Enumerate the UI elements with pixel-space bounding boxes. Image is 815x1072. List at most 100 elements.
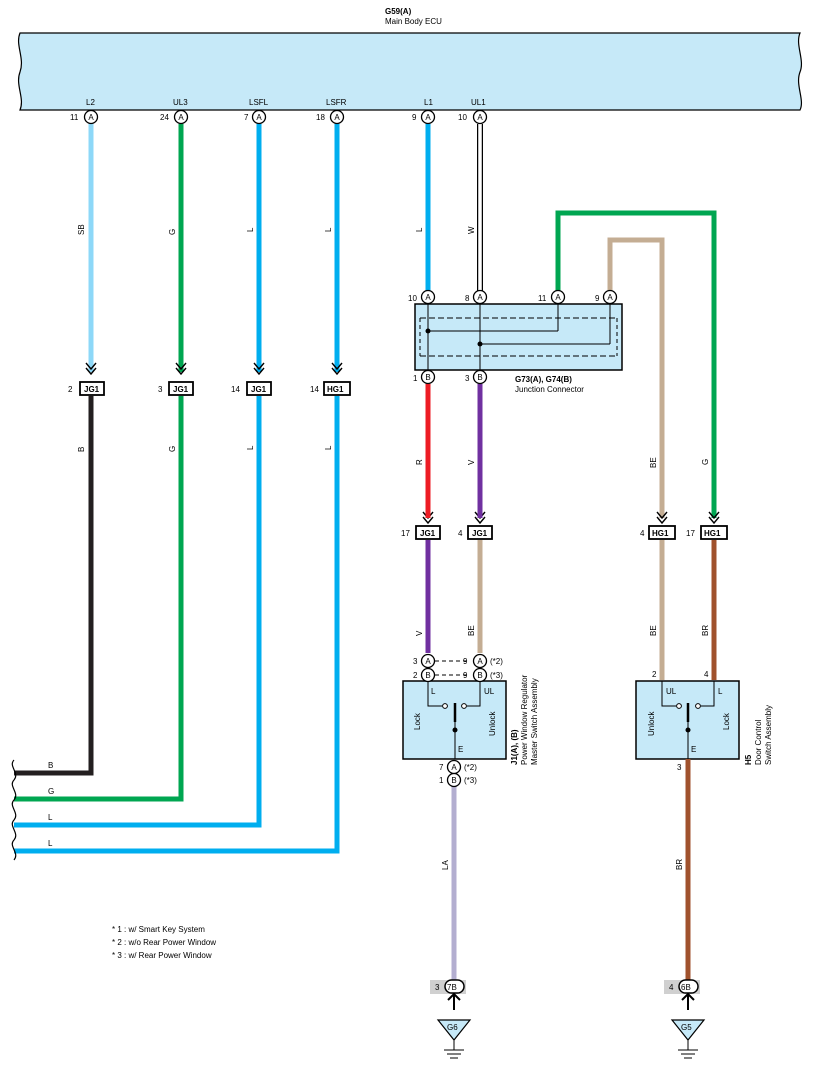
ground-point: G5 <box>681 1023 692 1032</box>
junction-pin-marker <box>602 289 618 305</box>
switch-pin: 7 <box>439 763 444 772</box>
wire-label: V <box>415 630 424 636</box>
lock-label: Lock <box>413 712 422 730</box>
junction-pin: 3 <box>465 374 470 383</box>
footnote: * 1 : w/ Smart Key System <box>112 925 205 934</box>
connector-pin: 4 <box>458 529 463 538</box>
ecu-signal-l1: L1 <box>424 98 433 107</box>
junction-code: G73(A), G74(B) <box>515 375 572 384</box>
wire-label: L <box>246 227 255 232</box>
ground-g5: 4 6B G5 <box>664 979 706 1059</box>
junction-pin: 11 <box>538 294 547 303</box>
ecu-code: G59(A) <box>385 7 412 16</box>
wire-label: G <box>701 459 710 465</box>
switch-pin-marker <box>446 772 462 788</box>
switch-pin-marker <box>420 653 436 669</box>
ground-pin: 4 <box>669 983 674 992</box>
door-switch-code: H5 <box>744 754 753 765</box>
ground-conn: 7B <box>447 983 457 992</box>
junction-pin: 8 <box>465 294 470 303</box>
junction-pin-marker-letter: A <box>607 293 613 302</box>
upper-wires <box>88 124 717 518</box>
door-switch: 2 4 3 UL L E Unlock Lock H5 Door Control… <box>635 670 773 772</box>
ecu-pin-marker <box>251 109 267 125</box>
connector-pin: 3 <box>158 385 163 394</box>
wire-label: L <box>324 227 333 232</box>
wire-label: W <box>467 226 476 234</box>
connector-pin: 2 <box>68 385 73 394</box>
wire-label: G <box>168 229 177 235</box>
ecu-box: G59(A) Main Body ECU <box>17 7 803 111</box>
door-pin-left: 2 <box>652 670 657 679</box>
connector-name: HG1 <box>704 529 721 538</box>
wire-label: G <box>168 446 177 452</box>
connector-pin: 17 <box>686 529 695 538</box>
bundle-label: G <box>48 787 54 796</box>
ecu-pin-marker-letter: A <box>334 113 340 122</box>
wire-label: L <box>324 445 333 450</box>
connector-name: JG1 <box>84 385 100 394</box>
wire-label: R <box>415 459 424 465</box>
junction-pin: 1 <box>413 374 418 383</box>
switch-pin-marker-letter: A <box>451 763 457 772</box>
ecu-pin-num: 24 <box>160 113 169 122</box>
bundle-label: L <box>48 839 53 848</box>
junction-name: Junction Connector <box>515 385 584 394</box>
ecu-pin-marker-letter: A <box>178 113 184 122</box>
ground-wires: LA BR <box>441 759 691 980</box>
door-pin-right: 4 <box>704 670 709 679</box>
switch-alt-pin: 9 <box>463 671 468 680</box>
junction-pin: 10 <box>408 294 417 303</box>
switch-pin-marker <box>420 667 436 683</box>
junction-pin-marker-letter: B <box>425 373 430 382</box>
wire-label: BE <box>649 625 658 636</box>
ecu-pin-marker <box>420 109 436 125</box>
switch-pin-marker-letter: A <box>477 657 483 666</box>
switch-note: (*2) <box>464 763 477 772</box>
terminal-label: L <box>431 687 436 696</box>
ecu-pin-marker-letter: A <box>425 113 431 122</box>
middle-wires <box>425 384 483 518</box>
lower-left-wires <box>11 396 340 861</box>
ecu-pin-marker-letter: A <box>88 113 94 122</box>
unlock-label: Unlock <box>647 711 656 736</box>
switch-pin-marker-letter: A <box>425 657 431 666</box>
junction-pin-marker-letter: B <box>477 373 482 382</box>
mid-connectors: JG1 17 JG1 4 HG1 4 HG1 17 <box>401 525 728 540</box>
connector-pin: 14 <box>310 385 319 394</box>
ground-point: G6 <box>447 1023 458 1032</box>
connector-name: JG1 <box>472 529 488 538</box>
junction-pin-marker-letter: A <box>425 293 431 302</box>
bundle-label: B <box>48 761 53 770</box>
switch-pin: 2 <box>413 671 418 680</box>
switch-note: (*2) <box>490 657 503 666</box>
ecu-signal-l2: L2 <box>86 98 95 107</box>
wire-label: BR <box>701 625 710 636</box>
connector-pin: 17 <box>401 529 410 538</box>
footnotes: * 1 : w/ Smart Key System * 2 : w/o Rear… <box>112 925 216 960</box>
junction-pin-marker-letter: A <box>477 293 483 302</box>
ecu-pin-num: 9 <box>412 113 417 122</box>
connector-pin: 14 <box>231 385 240 394</box>
terminal-label: UL <box>484 687 495 696</box>
switch-pin-marker-letter: B <box>425 671 430 680</box>
left-connectors: JG1 2 JG1 3 JG1 14 HG1 14 <box>68 381 351 396</box>
ecu-pin-num: 10 <box>458 113 467 122</box>
bundle-labels: B G L L <box>48 761 54 848</box>
connector-name: JG1 <box>251 385 267 394</box>
switch-pin-marker-letter: B <box>477 671 482 680</box>
door-switch-name-1: Door Control <box>754 719 763 765</box>
switch-pin-marker <box>472 653 488 669</box>
wire-label: V <box>467 459 476 465</box>
junction-pin-marker <box>472 289 488 305</box>
master-switch-name-1: Power Window Regulator <box>520 674 529 765</box>
connector-arrows <box>85 362 720 525</box>
middle-wire-labels: R V BE G <box>415 457 710 468</box>
bundle-label: L <box>48 813 53 822</box>
switch-pin: 1 <box>439 776 444 785</box>
lock-label: Lock <box>722 712 731 730</box>
wire-label: SB <box>77 224 86 235</box>
junction-pin-marker <box>550 289 566 305</box>
